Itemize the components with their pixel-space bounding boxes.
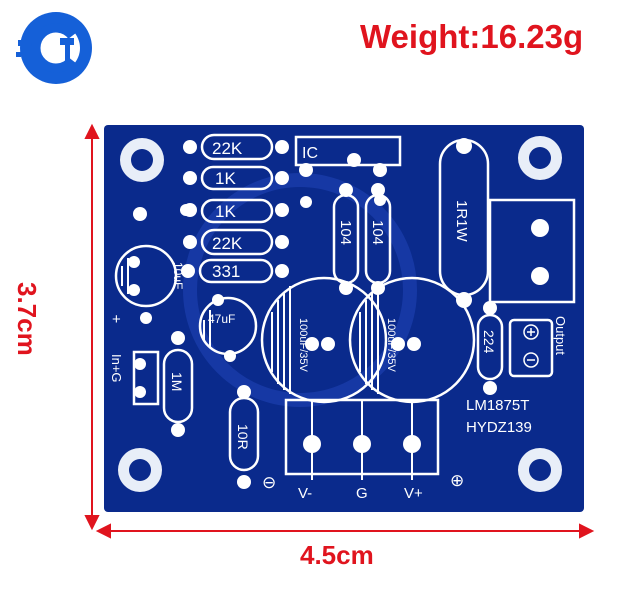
label-ic: IC bbox=[302, 145, 318, 162]
label-brand: HYDZ139 bbox=[466, 419, 532, 436]
label-r-power: 1R1W bbox=[453, 200, 470, 243]
weight-label: Weight:16.23g bbox=[360, 18, 584, 55]
label-r-10r: 10R bbox=[235, 424, 251, 450]
label-chip: LM1875T bbox=[466, 397, 529, 414]
label-c1: 104 bbox=[337, 220, 354, 245]
label-input: In+G bbox=[109, 354, 124, 383]
label-c-mid: 47uF bbox=[208, 312, 235, 326]
dimension-height-arrow bbox=[84, 123, 100, 531]
width-label: 4.5cm bbox=[300, 540, 374, 570]
label-r2: 1K bbox=[215, 169, 236, 188]
label-c-big-2: 100uF/35V bbox=[385, 318, 397, 372]
label-minus: ⊖ bbox=[262, 473, 276, 492]
label-output: Output bbox=[553, 316, 568, 355]
label-r1: 22K bbox=[212, 139, 243, 158]
label-r5: 331 bbox=[212, 262, 240, 281]
label-r-1m: 1M bbox=[169, 372, 185, 391]
height-label: 3.7cm bbox=[12, 282, 42, 356]
label-plus: ⊕ bbox=[450, 471, 464, 490]
brand-logo-icon bbox=[16, 12, 92, 84]
label-c2: 104 bbox=[369, 220, 386, 245]
label-plus-small: + bbox=[112, 311, 121, 328]
label-c-in: 10uF bbox=[171, 262, 185, 289]
label-pin-g: G bbox=[356, 485, 368, 502]
mounting-holes bbox=[118, 136, 562, 492]
label-c-224: 224 bbox=[481, 330, 497, 354]
label-pin-vplus: V+ bbox=[404, 485, 423, 502]
label-r4: 22K bbox=[212, 234, 243, 253]
dimension-width-arrow bbox=[95, 523, 595, 539]
label-r3: 1K bbox=[215, 202, 236, 221]
label-c-big-1: 100uF/35V bbox=[297, 318, 309, 372]
label-pin-vminus: V- bbox=[298, 485, 312, 502]
